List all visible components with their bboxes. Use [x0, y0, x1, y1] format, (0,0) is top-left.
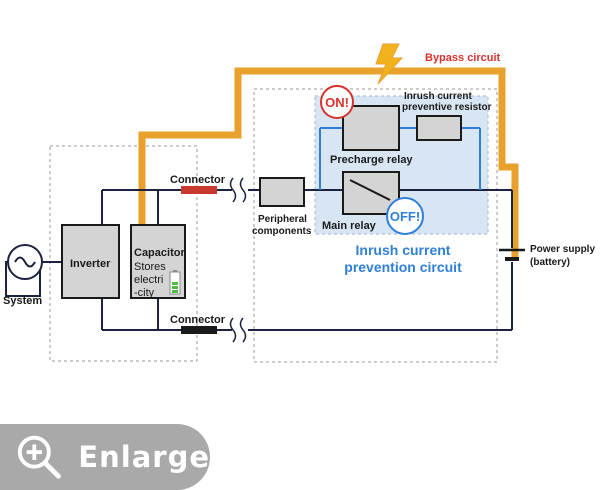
precharge-loop	[319, 127, 481, 190]
resistor-box	[416, 115, 462, 141]
connector-bottom-label: Connector	[170, 314, 226, 326]
power-supply-label-1: Power supply	[530, 244, 595, 255]
enlarge-label: Enlarge	[78, 440, 210, 474]
capacitor-title: Capacitor	[134, 247, 185, 259]
zoom-in-icon	[17, 435, 61, 479]
capacitor-desc-1: Stores	[134, 261, 166, 273]
inverter-label: Inverter	[70, 258, 111, 270]
inverter-box	[61, 224, 120, 299]
connector-bottom	[181, 326, 217, 334]
capacitor-desc-2: electri	[134, 274, 163, 286]
resistor-label-1: Inrush current	[404, 91, 472, 102]
off-badge-text: OFF!	[390, 209, 420, 224]
precharge-relay-box	[342, 105, 400, 151]
peripheral-box	[259, 177, 305, 207]
enlarge-button[interactable]: Enlarge	[0, 424, 210, 490]
peripheral-label-2: components	[252, 226, 312, 237]
connector-top	[181, 186, 217, 194]
lightning-icon	[375, 43, 404, 85]
connector-breaks	[229, 177, 247, 343]
bypass-circuit-label: Bypass circuit	[425, 52, 501, 64]
main-relay-label: Main relay	[322, 220, 377, 232]
inrush-circuit-label-1: Inrush current	[356, 242, 451, 258]
bypass-wire	[138, 67, 519, 258]
power-supply-label-2: (battery)	[530, 257, 570, 268]
off-badge	[386, 197, 424, 235]
battery-level-icon	[169, 270, 181, 295]
resistor-label-2: preventive resistor	[402, 102, 492, 113]
main-relay-switch	[349, 179, 391, 201]
circuit-diagram: Connector Connector System Inverter Capa…	[3, 43, 595, 363]
inverter-unit-box	[49, 145, 198, 362]
capacitor-desc-3: -city	[134, 287, 155, 299]
system-label: System	[3, 295, 42, 307]
precharge-relay-label: Precharge relay	[330, 154, 413, 166]
power-unit-box	[253, 88, 498, 363]
inrush-circuit-label-2: prevention circuit	[344, 259, 462, 275]
ac-wave	[14, 256, 36, 268]
on-badge	[320, 85, 354, 119]
on-badge-text: ON!	[325, 95, 349, 110]
connector-top-label: Connector	[170, 174, 226, 186]
peripheral-label-1: Peripheral	[258, 214, 307, 225]
